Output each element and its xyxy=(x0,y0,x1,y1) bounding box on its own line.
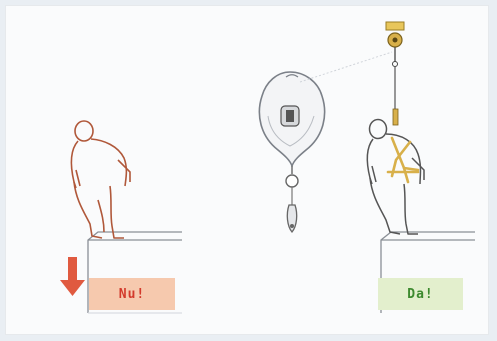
safety-harness xyxy=(386,136,420,184)
wrong-practice-badge: Nu! xyxy=(89,278,175,310)
retractable-fall-arrester-icon xyxy=(258,71,326,234)
arrow-down-icon xyxy=(60,257,85,296)
unprotected-worker-figure xyxy=(70,120,131,239)
protected-worker-figure xyxy=(366,118,425,235)
right-ledge xyxy=(380,231,475,313)
overhead-anchor-icon xyxy=(385,21,405,67)
correct-practice-badge: Da! xyxy=(378,278,463,310)
lanyard-absorber xyxy=(392,108,399,126)
